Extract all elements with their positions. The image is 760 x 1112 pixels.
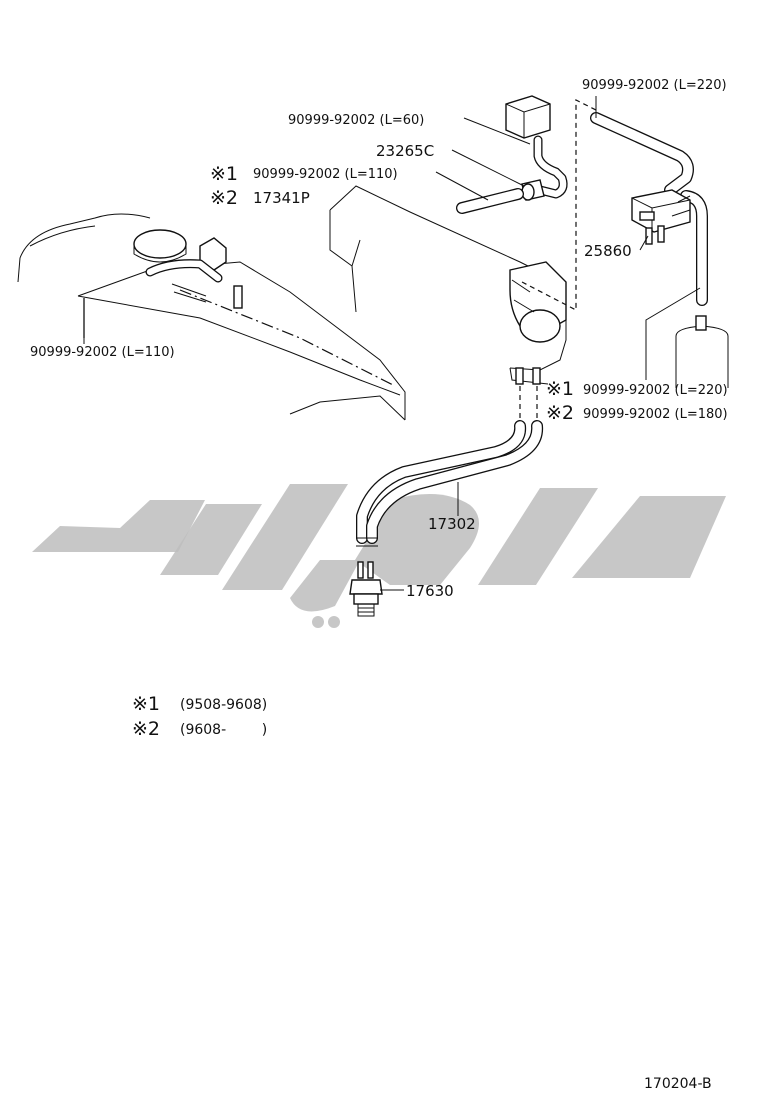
callout-sensor: 17630 [406,582,454,600]
callout-pipe-17341p: 17341P [253,189,310,207]
mark-1-label: ※1 [210,163,238,185]
legend-mark-1: ※1 [132,693,160,715]
legend-mark-2: ※2 [132,718,160,740]
callouts: 90999-92002 (L=220) 90999-92002 (L=60) 2… [30,78,728,600]
watermark-logo [32,484,726,628]
cylinder-head-cover [329,99,597,385]
callout-valve: 23265C [376,142,434,160]
mark-2-hose: ※2 [546,402,574,424]
part-canister [675,315,729,388]
part-vacuum-sensor-17630 [349,561,383,617]
callout-hose-left: 90999-92002 (L=110) [30,345,175,360]
legend-range-2: (9608- ) [180,722,267,738]
part-pipe-17341p [456,188,524,214]
part-main-hose-17302 [356,367,544,547]
legend-range-1: (9508-9608) [180,697,267,713]
callout-main-hose: 17302 [428,515,476,533]
part-vsv-hose-assembly [590,112,708,306]
part-check-valve [521,179,545,201]
mark-2-label: ※2 [210,187,238,209]
diagram-code: 170204-B [644,1076,712,1092]
callout-hose-mark1: 90999-92002 (L=220) [583,383,728,398]
engine-outline [17,213,406,421]
callout-hose-l60: 90999-92002 (L=60) [288,113,424,128]
leader-lines [83,96,701,591]
legend: ※1 (9508-9608) ※2 (9608- ) [132,693,267,740]
part-hose-l60 [505,95,568,199]
callout-hose-mark2: 90999-92002 (L=180) [583,407,728,422]
mark-1-hose: ※1 [546,378,574,400]
callout-hose-top-right: 90999-92002 (L=220) [582,78,727,93]
callout-vsv: 25860 [584,242,632,260]
callout-pipe-l110: 90999-92002 (L=110) [253,167,398,182]
